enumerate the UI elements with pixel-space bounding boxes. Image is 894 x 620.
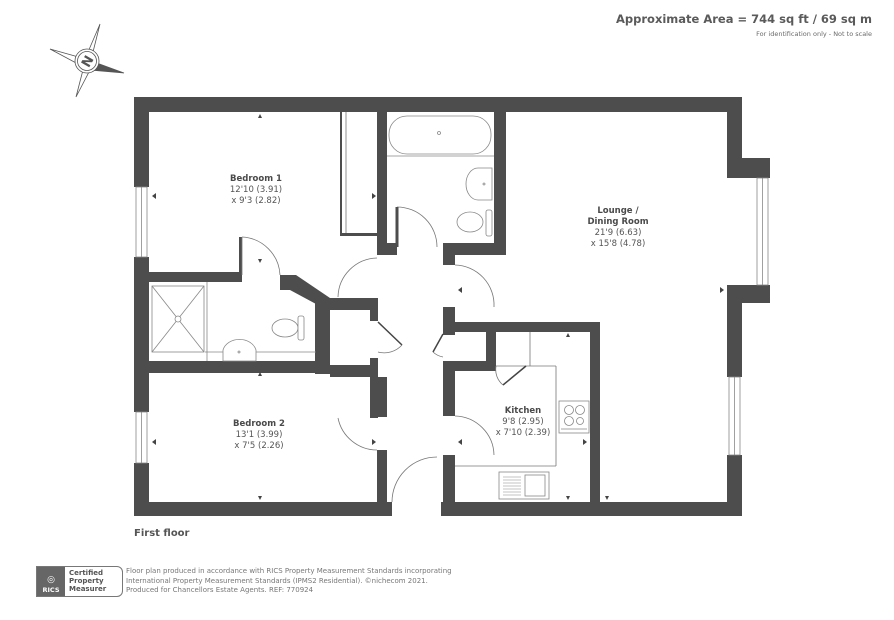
toilet-icon (456, 211, 484, 233)
basin-icon (465, 167, 493, 201)
rics-certified-badge: ◎ RICS Certified Property Measurer (36, 566, 123, 597)
hob-icon (558, 400, 590, 434)
room-dimension: 12'10 (3.91) (229, 185, 283, 195)
room-label-bedroom-1: Bedroom 1 12'10 (3.91) x 9'3 (2.82) (230, 174, 282, 207)
rics-line: Property (69, 577, 104, 585)
fixtures (151, 115, 590, 500)
room-dimension: 13'1 (3.99) (235, 430, 283, 440)
room-label-kitchen: Kitchen 9'8 (2.95) x 7'10 (2.39) (496, 406, 551, 439)
footer-line: Produced for Chancellors Estate Agents. … (126, 586, 314, 594)
walls (134, 97, 770, 516)
room-name: Dining Room (587, 217, 649, 227)
footer-line: Floor plan produced in accordance with R… (126, 567, 452, 575)
room-dimension: 21'9 (6.63) (594, 228, 642, 238)
bath-icon (388, 115, 492, 155)
room-name: Lounge / (597, 206, 639, 216)
rics-logo-text: RICS (42, 586, 60, 594)
floor-label: First floor (134, 528, 190, 539)
rics-line: Certified (69, 569, 104, 577)
identification-note: For identification only - Not to scale (756, 30, 872, 38)
room-label-lounge-dining: Lounge / Dining Room 21'9 (6.63) x 15'8 … (587, 206, 648, 250)
room-name: Bedroom 2 (233, 419, 285, 429)
room-dimension: x 9'3 (2.82) (231, 196, 281, 206)
rics-badge-text: Certified Property Measurer (65, 567, 106, 596)
windows (135, 177, 769, 464)
footer-line: International Property Measurement Stand… (126, 576, 428, 585)
room-dimension: x 7'10 (2.39) (495, 428, 551, 438)
basin-icon (222, 338, 257, 362)
room-dimension: x 15'8 (4.78) (590, 239, 646, 249)
rics-line: Measurer (69, 585, 107, 593)
rics-logo: ◎ RICS (37, 567, 65, 596)
approximate-area-title: Approximate Area = 744 sq ft / 69 sq m (616, 12, 872, 26)
room-dimension: 9'8 (2.95) (502, 417, 544, 427)
measurement-markers (152, 114, 724, 500)
footer-disclaimer: Floor plan produced in accordance with R… (126, 567, 452, 596)
globe-icon: ◎ (47, 575, 55, 585)
room-label-bedroom-2: Bedroom 2 13'1 (3.99) x 7'5 (2.26) (233, 419, 285, 452)
room-name: Bedroom 1 (230, 174, 282, 184)
north-compass-icon: N (49, 23, 125, 98)
doors (241, 112, 557, 503)
toilet-icon (271, 318, 299, 338)
room-dimension: x 7'5 (2.26) (234, 441, 284, 451)
room-name: Kitchen (504, 406, 542, 416)
